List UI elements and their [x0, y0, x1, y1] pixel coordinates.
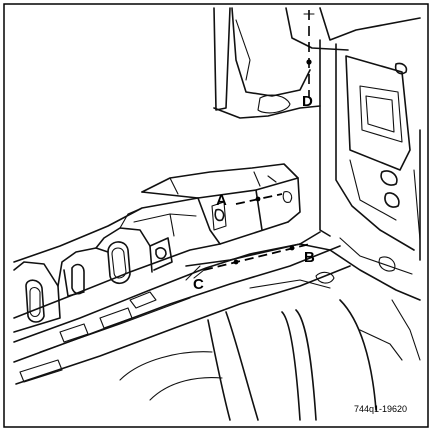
rear-body-structure — [213, 7, 421, 275]
axis-d-guide — [303, 10, 315, 98]
measurement-guides — [193, 193, 311, 279]
point-label-d: D — [302, 93, 313, 110]
point-label-b: B — [304, 249, 315, 266]
diagram-border — [3, 3, 429, 428]
floor-pan — [119, 243, 421, 421]
figure-reference-code: 744q1-19620 — [354, 404, 407, 414]
point-label-c: C — [193, 276, 204, 293]
point-labels: A B C D — [193, 93, 315, 293]
left-box-sections — [13, 207, 197, 333]
left-side-rail — [13, 197, 351, 385]
front-cross-member — [141, 163, 301, 245]
point-label-a: A — [216, 192, 227, 209]
